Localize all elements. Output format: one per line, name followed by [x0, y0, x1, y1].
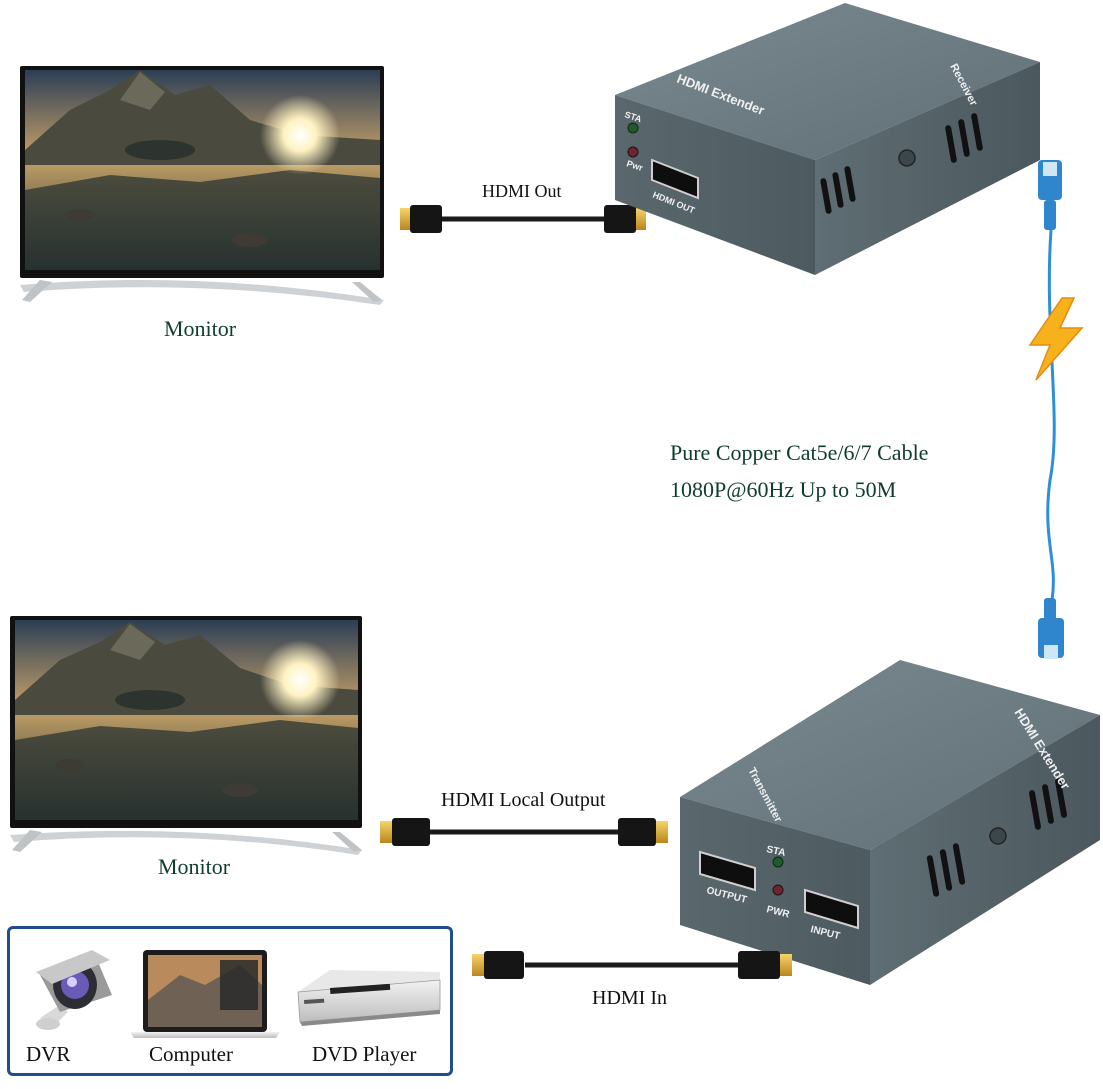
hdmi-out-cable	[400, 205, 646, 233]
bottom-monitor-label: Monitor	[158, 854, 231, 879]
hdmi-in-label: HDMI In	[592, 987, 667, 1009]
sources-box	[7, 926, 453, 1076]
source-label-computer: Computer	[149, 1042, 233, 1066]
source-label-dvd-player: DVD Player	[312, 1042, 417, 1066]
dvr-camera-icon	[36, 950, 112, 1030]
transmitter-led-sta: STA	[765, 844, 786, 859]
cable-spec-line1: Pure Copper Cat5e/6/7 Cable	[670, 440, 929, 465]
hdmi-in-cable	[472, 951, 792, 979]
receiver-device	[615, 3, 1040, 275]
cat-cable	[1038, 160, 1064, 659]
top-monitor-label: Monitor	[164, 316, 237, 341]
lightning-icon	[1028, 297, 1084, 381]
bottom-monitor	[10, 616, 362, 855]
computer-icon	[130, 950, 280, 1038]
cable-spec-line2: 1080P@60Hz Up to 50M	[670, 477, 897, 502]
dvd-player-icon	[297, 970, 441, 1026]
top-monitor	[20, 66, 384, 305]
hdmi-out-label: HDMI Out	[482, 181, 562, 201]
transmitter-device	[680, 660, 1100, 985]
source-label-dvr: DVR	[26, 1042, 71, 1066]
hdmi-local-output-cable	[380, 818, 668, 846]
receiver-led-pwr: Pwr	[625, 158, 644, 173]
hdmi-local-output-label: HDMI Local Output	[441, 789, 606, 811]
